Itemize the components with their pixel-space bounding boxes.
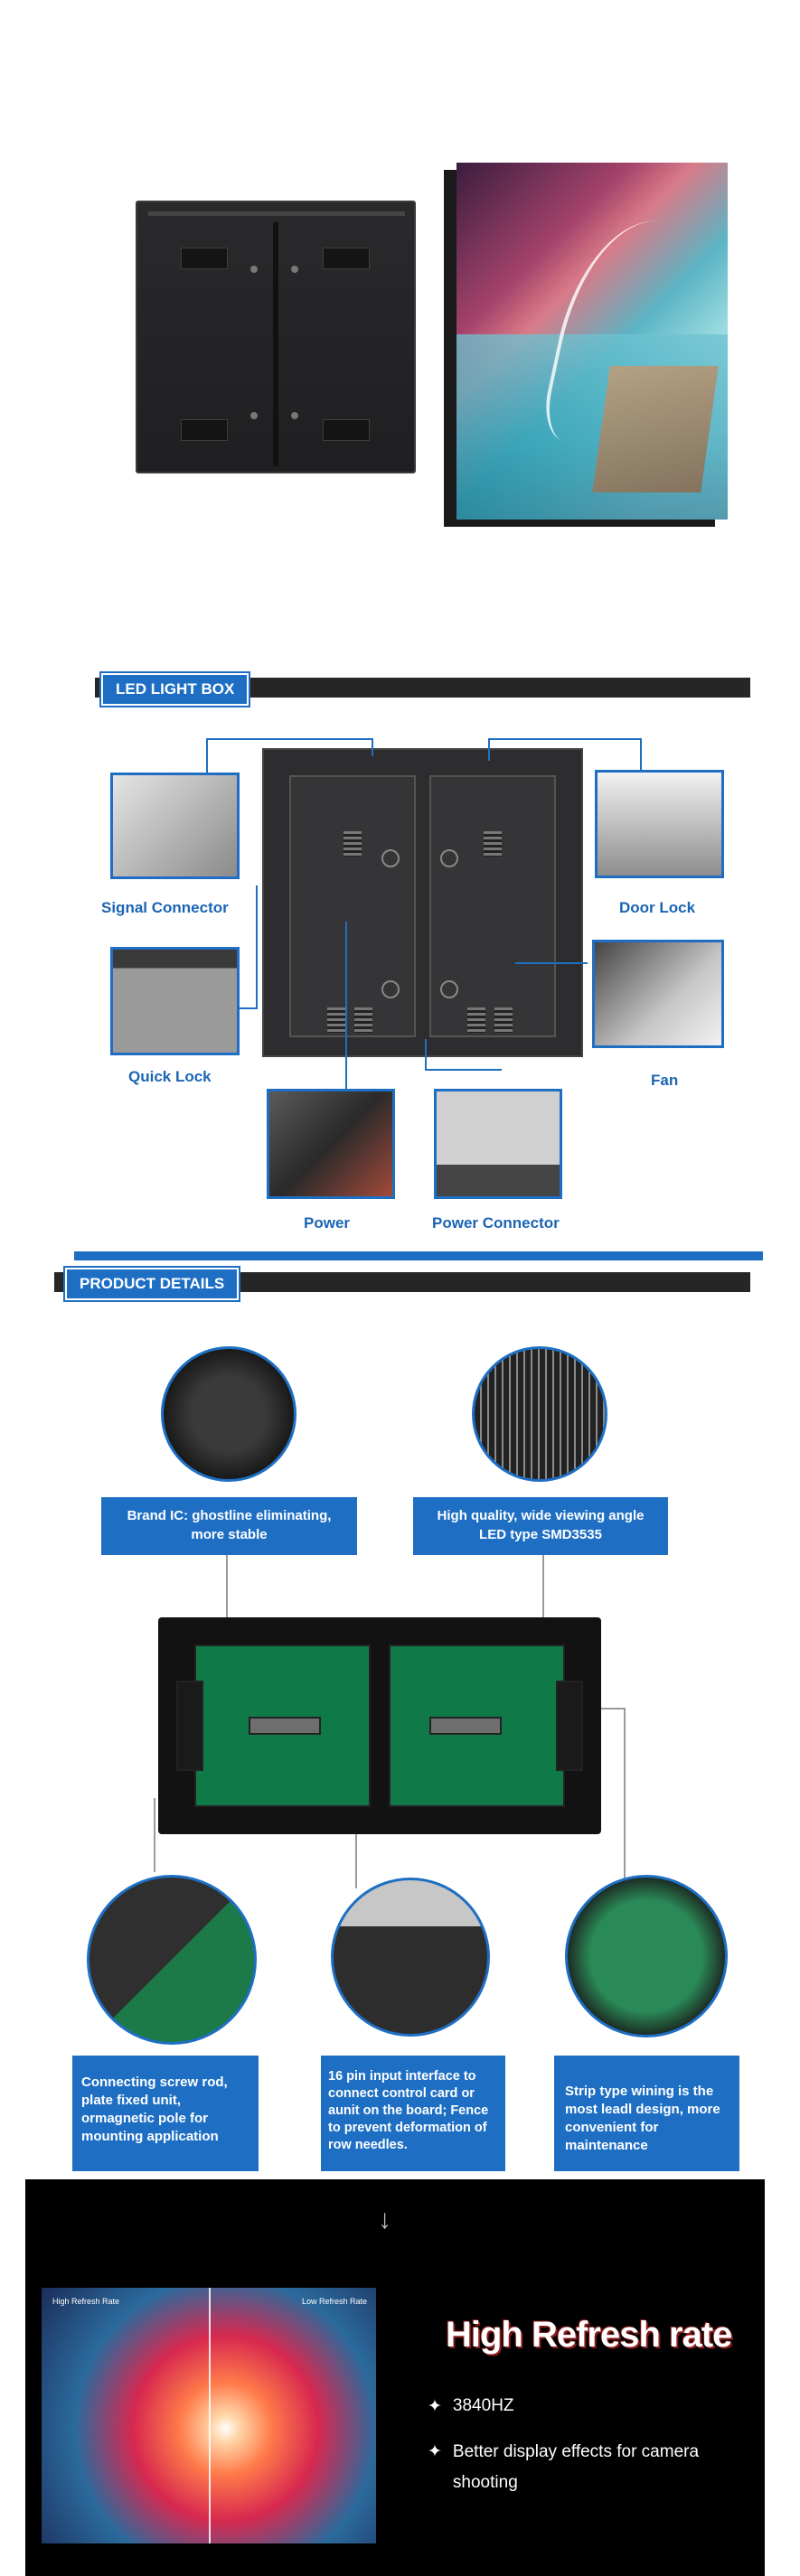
down-arrow-icon: ↓: [378, 2205, 391, 2234]
bullet-text: 3840HZ: [452, 2396, 514, 2415]
section-title-product-details: PRODUCT DETAILS: [65, 1268, 240, 1300]
screw-rod-closeup-image: [87, 1875, 257, 2045]
smd-led-closeup-image: [472, 1346, 607, 1482]
low-refresh-tag: Low Refresh Rate: [302, 2297, 368, 2306]
power-label: Power: [304, 1214, 351, 1232]
section-divider: [74, 1251, 763, 1260]
high-refresh-tag: High Refresh Rate: [52, 2297, 120, 2306]
quick-lock-image: [110, 947, 240, 1055]
screw-rod-caption: Connecting screw rod, plate fixed unit, …: [72, 2056, 259, 2171]
bullet-star-icon: ✦: [428, 2442, 442, 2461]
led-light-box-image: [262, 748, 583, 1057]
fan-image: [592, 940, 724, 1048]
refresh-rate-section: ↓ High Refresh Rate Low Refresh Rate Hig…: [25, 2179, 765, 2576]
bullet-item: ✦ 3840HZ: [428, 2396, 744, 2417]
signal-connector-label: Signal Connector: [101, 899, 229, 916]
section-title-led-light-box: LED LIGHT BOX: [101, 673, 249, 706]
led-type-caption: High quality, wide viewing angle LED typ…: [413, 1497, 668, 1555]
quick-lock-label: Quick Lock: [128, 1068, 212, 1085]
fan-label: Fan: [651, 1072, 679, 1089]
power-connector-image: [434, 1089, 562, 1199]
signal-connector-image: [110, 773, 240, 879]
refresh-comparison-image: High Refresh Rate Low Refresh Rate: [42, 2288, 376, 2543]
brand-ic-caption: Brand IC: ghostline eliminating, more st…: [101, 1497, 357, 1555]
power-image: [267, 1089, 395, 1199]
pin-interface-closeup-image: [331, 1878, 490, 2037]
brand-ic-closeup-image: [161, 1346, 296, 1482]
led-cabinet-front-image: [456, 163, 728, 520]
door-lock-image: [595, 770, 724, 878]
door-lock-label: Door Lock: [619, 899, 696, 916]
bullet-item: ✦ Better display effects for camera shoo…: [428, 2437, 744, 2498]
led-cabinet-back-image: [136, 201, 416, 473]
power-connector-label: Power Connector: [432, 1214, 560, 1232]
refresh-title: High Refresh rate: [446, 2315, 732, 2355]
pin-interface-caption: 16 pin input interface to connect contro…: [321, 2056, 505, 2171]
bullet-star-icon: ✦: [428, 2397, 442, 2416]
refresh-bullets: ✦ 3840HZ ✦ Better display effects for ca…: [428, 2396, 744, 2498]
wiring-caption: Strip type wining is the most leadl desi…: [554, 2056, 739, 2171]
section-bar-led-light-box: [95, 678, 750, 698]
strip-wiring-closeup-image: [565, 1875, 728, 2037]
bullet-text: Better display effects for camera shooti…: [452, 2442, 700, 2492]
led-module-image: [158, 1617, 601, 1834]
